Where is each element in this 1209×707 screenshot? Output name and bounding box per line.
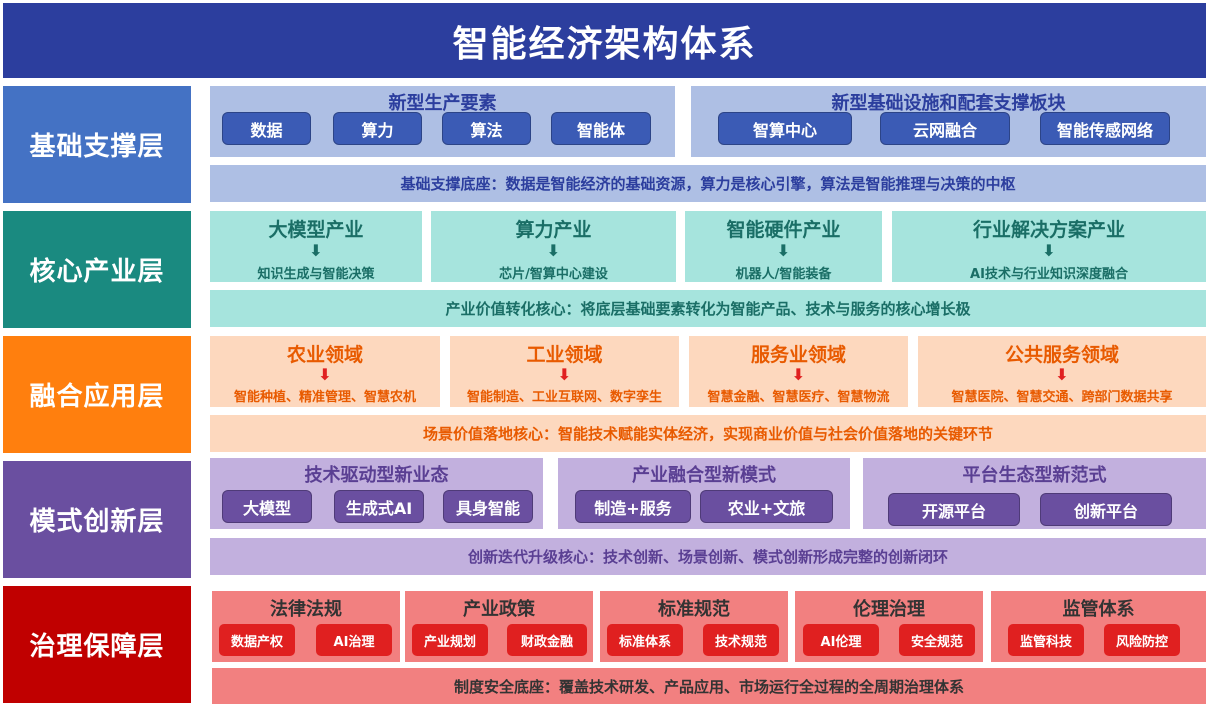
box-title: 行业解决方案产业	[972, 219, 1125, 241]
box-title: 大模型产业	[268, 219, 364, 241]
core-band: 产业价值转化核心：将底层基础要素转化为智能产品、技术与服务的核心增长极	[210, 290, 1206, 327]
panel-title: 产业融合型新模式	[632, 465, 776, 486]
item-compute: 算力	[333, 112, 422, 145]
item-data: 数据	[222, 112, 311, 145]
item-sensor-network: 智能传感网络	[1040, 112, 1170, 145]
arrow-down-icon: ⬇	[557, 365, 572, 384]
item-ai-ethics: AI伦理	[803, 624, 879, 656]
application-band: 场景价值落地核心：智能技术赋能实体经济，实现商业价值与社会价值落地的关键环节	[210, 415, 1206, 452]
item-llm: 大模型	[222, 490, 312, 523]
panel-title: 平台生态型新范式	[962, 465, 1107, 486]
panel-title: 伦理治理	[853, 599, 925, 620]
box-subtitle: 智能制造、工业互联网、数字孪生	[466, 390, 662, 405]
layer-label-core: 核心产业层	[3, 211, 191, 328]
item-manufacturing-service: 制造+服务	[575, 490, 691, 523]
item-data-rights: 数据产权	[219, 624, 295, 656]
foundation-band: 基础支撑底座：数据是智能经济的基础资源，算力是核心引擎，算法是智能推理与决策的中…	[210, 165, 1206, 202]
app-box-industry: 工业领域 ⬇ 智能制造、工业互联网、数字孪生	[450, 336, 679, 407]
item-risk-control: 风险防控	[1104, 624, 1180, 656]
box-subtitle: 知识生成与智能决策	[257, 267, 375, 282]
item-genai: 生成式AI	[334, 490, 424, 523]
item-agent: 智能体	[551, 112, 651, 145]
item-open-platform: 开源平台	[888, 493, 1020, 526]
item-ai-governance: AI治理	[316, 624, 392, 656]
item-safety-specs: 安全规范	[899, 624, 975, 656]
box-subtitle: 智能种植、精准管理、智慧农机	[233, 390, 416, 405]
panel-title: 监管体系	[1062, 599, 1135, 620]
box-subtitle: 芯片/智算中心建设	[499, 267, 608, 282]
box-title: 服务业领域	[750, 344, 846, 366]
panel-title: 法律法规	[270, 599, 342, 620]
core-box-solutions: 行业解决方案产业 ⬇ AI技术与行业知识深度融合	[892, 211, 1206, 282]
layer-label-application: 融合应用层	[3, 336, 191, 453]
governance-band: 制度安全底座：覆盖技术研发、产品应用、市场运行全过程的全周期治理体系	[212, 668, 1206, 704]
core-box-compute: 算力产业 ⬇ 芯片/智算中心建设	[431, 211, 676, 282]
arrow-down-icon: ⬇	[1055, 365, 1069, 384]
arrow-down-icon: ⬇	[546, 241, 561, 260]
layer-label-foundation: 基础支撑层	[3, 86, 191, 203]
item-computing-center: 智算中心	[718, 112, 852, 145]
arrow-down-icon: ⬇	[776, 241, 791, 260]
box-title: 算力产业	[515, 219, 592, 241]
arrow-down-icon: ⬇	[318, 365, 332, 384]
box-subtitle: AI技术与行业知识深度融合	[970, 267, 1128, 282]
item-tech-specs: 技术规范	[703, 624, 779, 656]
item-agriculture-tourism: 农业+文旅	[700, 490, 833, 523]
item-regtech: 监管科技	[1008, 624, 1084, 656]
arrow-down-icon: ⬇	[309, 241, 323, 260]
app-box-agriculture: 农业领域 ⬇ 智能种植、精准管理、智慧农机	[210, 336, 440, 407]
app-box-public: 公共服务领域 ⬇ 智慧医院、智慧交通、跨部门数据共享	[918, 336, 1206, 407]
item-cloud-network: 云网融合	[880, 112, 1010, 145]
item-fiscal-finance: 财政金融	[507, 624, 587, 656]
core-box-llm: 大模型产业 ⬇ 知识生成与智能决策	[210, 211, 422, 282]
page-title: 智能经济架构体系	[3, 3, 1206, 78]
item-embodied: 具身智能	[443, 490, 533, 523]
core-box-hardware: 智能硬件产业 ⬇ 机器人/智能装备	[685, 211, 882, 282]
item-innovation-platform: 创新平台	[1040, 493, 1172, 526]
box-subtitle: 机器人/智能装备	[735, 267, 832, 282]
box-title: 公共服务领域	[1004, 344, 1119, 366]
panel-title: 新型基础设施和配套支撑板块	[831, 93, 1066, 114]
layer-label-innovation: 模式创新层	[3, 461, 191, 578]
box-subtitle: 智慧金融、智慧医疗、智慧物流	[707, 390, 890, 405]
arrow-down-icon: ⬇	[791, 365, 806, 384]
panel-title: 产业政策	[463, 599, 535, 620]
layer-label-governance: 治理保障层	[3, 586, 191, 703]
box-title: 农业领域	[286, 344, 363, 366]
panel-title: 新型生产要素	[388, 93, 497, 114]
panel-title: 标准规范	[658, 599, 730, 620]
arrow-down-icon: ⬇	[1042, 241, 1056, 260]
innovation-band: 创新迭代升级核心：技术创新、场景创新、模式创新形成完整的创新闭环	[210, 538, 1206, 575]
panel-title: 技术驱动型新业态	[304, 465, 449, 486]
box-title: 智能硬件产业	[726, 219, 841, 241]
box-title: 工业领域	[526, 344, 603, 366]
item-standard-system: 标准体系	[607, 624, 683, 656]
item-industry-planning: 产业规划	[412, 624, 488, 656]
app-box-services: 服务业领域 ⬇ 智慧金融、智慧医疗、智慧物流	[689, 336, 908, 407]
box-subtitle: 智慧医院、智慧交通、跨部门数据共享	[951, 390, 1173, 405]
item-algorithm: 算法	[442, 112, 531, 145]
